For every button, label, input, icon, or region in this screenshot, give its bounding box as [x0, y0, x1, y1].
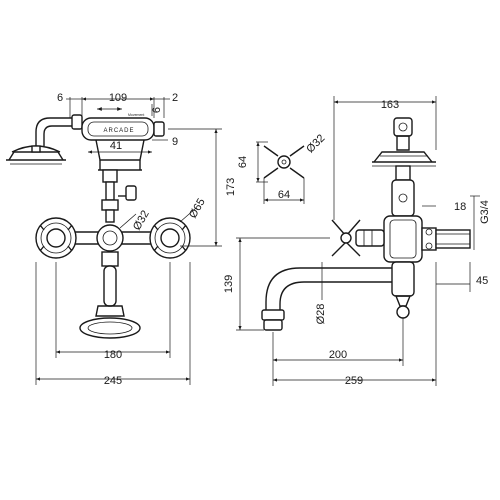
- brand-label: ARCADE: [103, 128, 134, 134]
- dim-dia32-detail: Ø32: [304, 132, 327, 155]
- dim-18: 18: [454, 201, 466, 213]
- dim-259: 259: [345, 375, 363, 387]
- spout-drawing: [261, 267, 392, 331]
- dim-dia32-front: Ø32: [131, 208, 152, 232]
- dim-200: 200: [329, 349, 347, 361]
- handset-note: Movement: [128, 113, 144, 117]
- dim-173: 173: [225, 178, 237, 196]
- front-view: ARCADE Movement: [6, 92, 237, 387]
- dim-2: 2: [172, 92, 178, 104]
- dim-dia28: Ø28: [315, 304, 327, 325]
- handset-cradle: ARCADE: [81, 117, 165, 141]
- dim-6-vertical: 6: [151, 107, 163, 113]
- side-dimensions: 163 18 G3/4 45 139 Ø28 200: [223, 96, 491, 387]
- dim-9: 9: [172, 136, 178, 148]
- dim-45: 45: [476, 275, 488, 287]
- dim-6-left: 6: [57, 92, 63, 104]
- front-dimensions: 6 109 2 6 41 9 173 Ø32 Ø65: [35, 92, 237, 387]
- left-cross-handle: [35, 217, 77, 259]
- side-view: 163 18 G3/4 45 139 Ø28 200: [223, 96, 491, 387]
- dim-64-vertical: 64: [237, 156, 249, 168]
- dim-g34: G3/4: [479, 200, 491, 224]
- dim-64-horizontal: 64: [278, 189, 290, 201]
- handle-detail-view: 64 64 Ø32: [237, 132, 327, 204]
- dim-163: 163: [381, 99, 399, 111]
- dim-41: 41: [110, 140, 122, 152]
- dim-180: 180: [104, 349, 122, 361]
- right-cross-handle: [149, 217, 191, 259]
- shower-head-drawing: [6, 145, 66, 165]
- dim-245: 245: [104, 375, 122, 387]
- dim-139: 139: [223, 275, 235, 293]
- dim-dia65: Ø65: [187, 196, 208, 220]
- dim-109: 109: [109, 92, 127, 104]
